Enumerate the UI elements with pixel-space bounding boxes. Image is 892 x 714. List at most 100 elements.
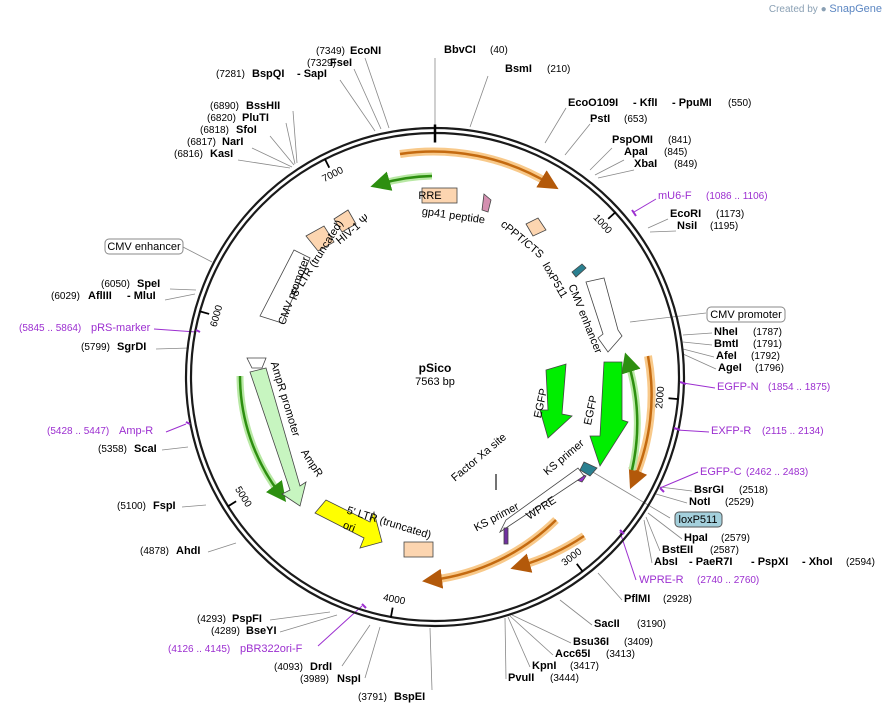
enzyme-position: (1791)	[753, 339, 782, 350]
enzyme-name: SfoI	[236, 124, 257, 136]
loxp511-shape	[571, 263, 587, 278]
cppt-cts-box	[525, 217, 547, 237]
feature-label-egfp-2: EGFP	[582, 394, 600, 426]
enzyme-name: KpnI	[532, 660, 556, 672]
enzyme-name: ScaI	[134, 443, 157, 455]
scale-label: 6000	[209, 304, 226, 329]
primer-labels: mU6-F(1086 .. 1106)EGFP-N(1854 .. 1875)E…	[19, 190, 830, 655]
enzyme-name: - PaeR7I	[689, 556, 732, 568]
loxp-small-shape	[579, 461, 598, 477]
enzyme-name: SacII	[594, 618, 620, 630]
ori-arrow	[314, 499, 383, 549]
enzyme-name: - PspXI	[751, 556, 788, 568]
primer-markers	[185, 209, 687, 609]
enzyme-name: AgeI	[718, 362, 742, 374]
enzyme-name: XbaI	[634, 158, 657, 170]
green-orf-arcs	[236, 171, 641, 502]
primer-name: pRS-marker	[91, 322, 151, 334]
scale-tick	[199, 310, 210, 315]
enzyme-position: (841)	[668, 135, 691, 146]
enzyme-name: ApaI	[624, 146, 648, 158]
enzyme-name: PluTI	[242, 112, 269, 124]
enzyme-position: (4293)	[197, 614, 226, 625]
scale-tick	[227, 500, 237, 508]
enzyme-name: AfeI	[716, 350, 737, 362]
enzyme-name: PspFI	[232, 613, 262, 625]
enzyme-name: BmtI	[714, 338, 738, 350]
enzyme-position: (845)	[664, 147, 687, 158]
enzyme-name: - KflI	[633, 97, 657, 109]
enzyme-position: (210)	[547, 64, 570, 75]
enzyme-name: NotI	[689, 496, 710, 508]
loxp511-callout-box	[674, 511, 723, 528]
enzyme-position: (2579)	[721, 533, 750, 544]
enzyme-position: (6816)	[174, 149, 203, 160]
primer-name: mU6-F	[658, 190, 692, 202]
enzyme-name: BspQI	[252, 68, 284, 80]
primer-name: EXFP-R	[711, 425, 751, 437]
enzyme-position: (40)	[490, 45, 508, 56]
egfp-arrow-2	[589, 361, 629, 467]
feature-label-ampr: AmpR	[298, 447, 325, 479]
enzyme-position: (1792)	[751, 351, 780, 362]
enzyme-position: (1195)	[710, 221, 738, 232]
brand-name: SnapGene	[829, 3, 882, 15]
enzyme-name: EcoNI	[350, 45, 381, 57]
enzyme-name: HpaI	[684, 532, 708, 544]
enzyme-name: DrdI	[310, 661, 332, 673]
enzyme-name: AflIII	[88, 290, 112, 302]
enzyme-name: - PpuMI	[672, 97, 712, 109]
enzyme-name: SpeI	[137, 278, 160, 290]
scale-label: 4000	[382, 592, 406, 607]
enzyme-name: BseYI	[246, 625, 277, 637]
cmv-enhancer-arrow-right	[585, 277, 623, 353]
scale-label: 7000	[321, 165, 346, 185]
ks-primer-marker	[503, 527, 509, 545]
scale-label: 5000	[232, 485, 253, 510]
enzyme-name: SgrDI	[117, 341, 146, 353]
enzyme-position: (653)	[624, 114, 647, 125]
enzyme-position: (4878)	[140, 546, 169, 557]
boxed-callouts: CMV enhancer CMV promoter loxP511	[104, 238, 786, 528]
feature-label-factor-xa: Factor Xa site	[449, 431, 509, 484]
primer-range: (2115 .. 2134)	[762, 426, 824, 437]
cmv-promoter-callout-box	[706, 306, 786, 323]
enzyme-name: NspI	[337, 673, 361, 685]
primer-range: (4126 .. 4145)	[168, 644, 230, 655]
enzyme-position: (7329)	[307, 58, 336, 69]
enzyme-name: AbsI	[654, 556, 678, 568]
leader-lines	[155, 57, 717, 691]
scale-tick	[389, 607, 394, 618]
app-brand: Created by ● SnapGene	[769, 3, 882, 15]
enzyme-name: FseI	[330, 57, 352, 69]
enzyme-name: PvuII	[508, 672, 534, 684]
scale-tick	[668, 397, 679, 401]
primer-name: EGFP-C	[700, 466, 742, 478]
enzyme-name: PspOMI	[612, 134, 653, 146]
enzyme-position: (2594)	[846, 557, 875, 568]
enzyme-name: KasI	[210, 148, 233, 160]
primer-range: (5428 .. 5447)	[47, 426, 109, 437]
enzyme-position: (5100)	[117, 501, 146, 512]
rre-box	[421, 187, 458, 204]
egfp-arrow-1	[539, 363, 573, 439]
enzyme-name: - MluI	[127, 290, 156, 302]
cmv-promoter-arrow-left	[259, 249, 311, 324]
enzyme-position: (5358)	[98, 444, 127, 455]
plasmid-name: pSico	[419, 361, 452, 375]
enzyme-name: EcoO109I	[568, 97, 618, 109]
enzyme-name: BstEII	[662, 544, 693, 556]
enzyme-name: NheI	[714, 326, 738, 338]
snapgene-logo-icon: ●	[820, 4, 827, 15]
enzyme-position: (849)	[674, 159, 697, 170]
cmv-promoter-callout: CMV promoter	[710, 309, 782, 321]
primer-name: WPRE-R	[639, 574, 684, 586]
enzyme-position: (4289)	[211, 626, 240, 637]
enzyme-name: EcoRI	[670, 208, 701, 220]
enzyme-name: NarI	[222, 136, 243, 148]
enzyme-position: (7349)	[316, 46, 345, 57]
primer-range: (5845 .. 5864)	[19, 323, 81, 334]
enzyme-name: Bsu36I	[573, 636, 609, 648]
enzyme-name: - SapI	[297, 68, 327, 80]
